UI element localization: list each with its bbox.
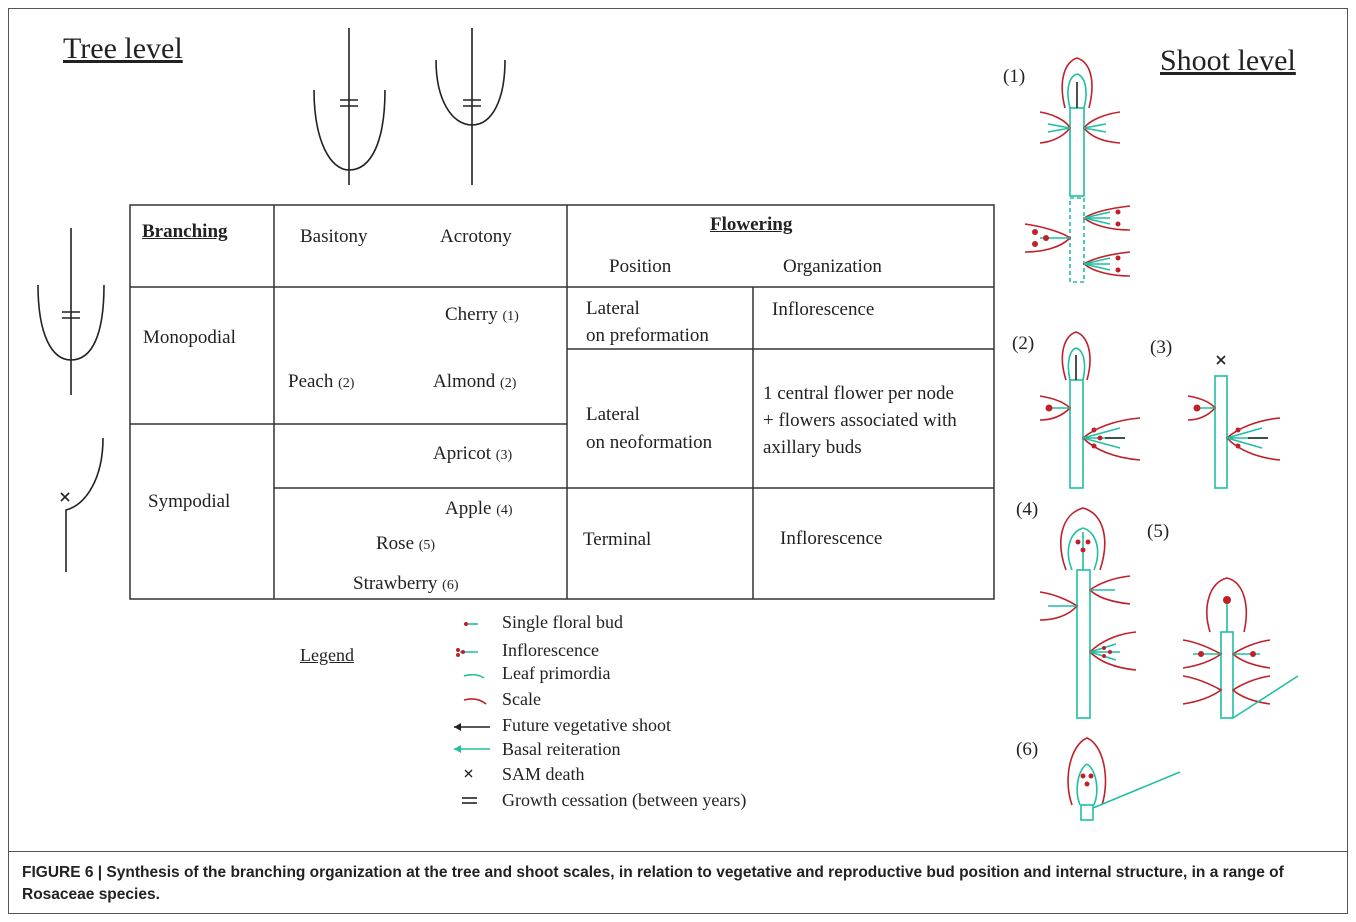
species-peach: Peach (2): [288, 371, 355, 392]
shoot-label-2: (2): [1012, 333, 1035, 354]
monopodial-tree-icon: [37, 228, 105, 395]
species-almond: Almond (2): [433, 371, 517, 392]
legend-leaf-primordia: Leaf primordia: [502, 663, 611, 683]
legend-scale: Scale: [502, 689, 541, 709]
tree-level-title: Tree level: [63, 32, 183, 65]
position-lateral-neoformation-line2: on neoformation: [586, 432, 713, 453]
legend-future-vegetative-shoot: Future vegetative shoot: [502, 715, 671, 735]
table-grid: [129, 204, 995, 600]
organization-header: Organization: [783, 256, 882, 277]
shoot-diagram-1: [1024, 57, 1131, 283]
species-strawberry: Strawberry (6): [353, 573, 459, 594]
organization-central-flower-line1: 1 central flower per node: [763, 383, 954, 404]
shoot-diagram-5: [1182, 577, 1299, 719]
species-cherry: Cherry (1): [445, 304, 519, 325]
legend-single-floral-bud: Single floral bud: [502, 612, 623, 632]
acrotony-header: Acrotony: [440, 226, 512, 247]
shoot-diagram-4: [1039, 507, 1137, 719]
shoot-label-1: (1): [1003, 66, 1026, 87]
shoot-diagram-3: [1187, 355, 1281, 489]
position-terminal: Terminal: [583, 529, 652, 550]
shoot-label-6: (6): [1016, 739, 1039, 760]
figure-caption: FIGURE 6 | Synthesis of the branching or…: [22, 864, 1284, 903]
shoot-diagram-6: [1067, 737, 1181, 821]
shoot-diagram-2: [1039, 331, 1141, 489]
shoot-label-3: (3): [1150, 337, 1173, 358]
position-lateral-neoformation-line1: Lateral: [586, 404, 640, 425]
legend-sam-death: SAM death: [502, 764, 585, 784]
monopodial-label: Monopodial: [143, 327, 236, 348]
figure-frame: [8, 8, 1348, 914]
organization-inflorescence-2: Inflorescence: [780, 528, 883, 549]
sympodial-label: Sympodial: [148, 491, 231, 512]
shoot-label-4: (4): [1016, 499, 1039, 520]
flowering-header: Flowering: [710, 214, 793, 235]
organization-inflorescence-1: Inflorescence: [772, 299, 875, 320]
legend-icons: [454, 622, 490, 804]
legend-inflorescence: Inflorescence: [502, 640, 599, 660]
shoot-level-title: Shoot level: [1160, 44, 1296, 77]
acrotony-tree-icon: [435, 28, 506, 185]
species-apple: Apple (4): [445, 498, 513, 519]
organization-central-flower-line3: axillary buds: [763, 437, 862, 458]
position-header: Position: [609, 256, 672, 277]
legend-title: Legend: [300, 645, 354, 665]
shoot-label-5: (5): [1147, 521, 1170, 542]
position-lateral-preformation-line2: on preformation: [586, 325, 709, 346]
caption-divider: [8, 851, 1348, 852]
species-rose: Rose (5): [376, 533, 436, 554]
species-apricot: Apricot (3): [433, 443, 513, 464]
branching-header: Branching: [142, 221, 228, 242]
basitony-header: Basitony: [300, 226, 368, 247]
basitony-tree-icon: [313, 28, 386, 185]
legend-growth-cessation: Growth cessation (between years): [502, 790, 747, 810]
sympodial-tree-icon: [60, 437, 104, 572]
legend-basal-reiteration: Basal reiteration: [502, 739, 621, 759]
position-lateral-preformation-line1: Lateral: [586, 298, 640, 319]
organization-central-flower-line2: + flowers associated with: [763, 410, 957, 431]
